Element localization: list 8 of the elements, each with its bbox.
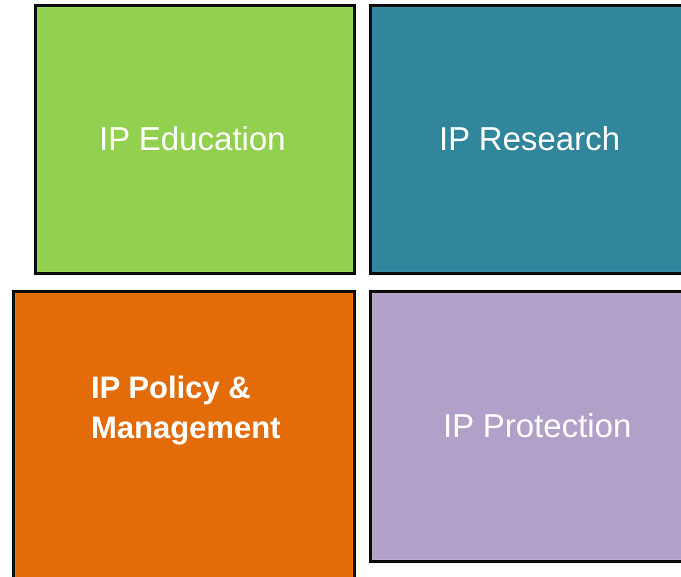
category-box bbox=[34, 4, 356, 275]
box-label: IP Policy & Management bbox=[91, 368, 282, 447]
category-box bbox=[369, 290, 681, 563]
box-label: IP Education bbox=[99, 119, 286, 160]
box-label: IP Research bbox=[439, 119, 620, 160]
category-box bbox=[12, 290, 356, 577]
box-label: IP Protection bbox=[443, 406, 632, 446]
category-box bbox=[369, 4, 681, 275]
